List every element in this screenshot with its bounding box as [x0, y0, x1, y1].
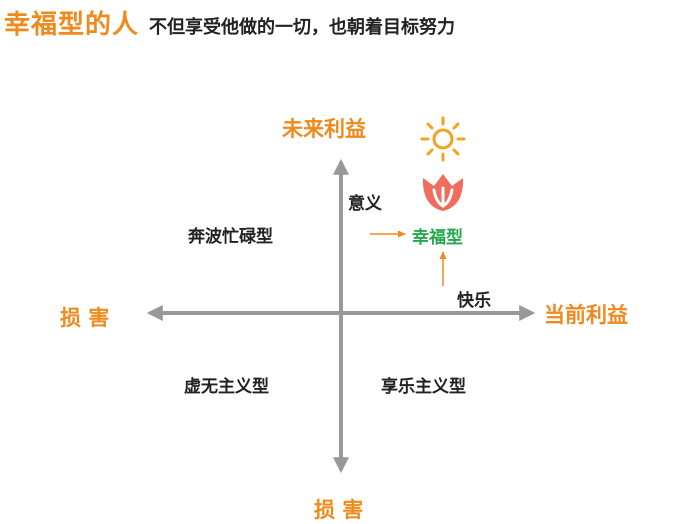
- tulip-icon: [422, 174, 464, 211]
- headline-subtitle: 不但享受他做的一切，也朝着目标努力: [149, 17, 456, 38]
- quadrant-bottom-left: 虚无主义型: [184, 377, 269, 397]
- axis-label-right: 当前利益: [544, 303, 628, 327]
- axis-label-left: 损 害: [60, 306, 110, 330]
- quadrant-top-right: 幸福型: [412, 228, 463, 248]
- quadrant-top-left: 奔波忙碌型: [188, 227, 273, 247]
- happiness-label: 快乐: [457, 291, 491, 311]
- axis-label-top: 未来利益: [282, 117, 366, 141]
- headline-title: 幸福型的人: [4, 10, 140, 40]
- sun-icon: [420, 116, 466, 162]
- axis-label-bottom: 损 害: [314, 498, 364, 522]
- headline: 幸福型的人 不但享受他做的一切，也朝着目标努力: [4, 4, 455, 42]
- quadrant-bottom-right: 享乐主义型: [381, 377, 466, 397]
- meaning-label: 意义: [348, 194, 382, 214]
